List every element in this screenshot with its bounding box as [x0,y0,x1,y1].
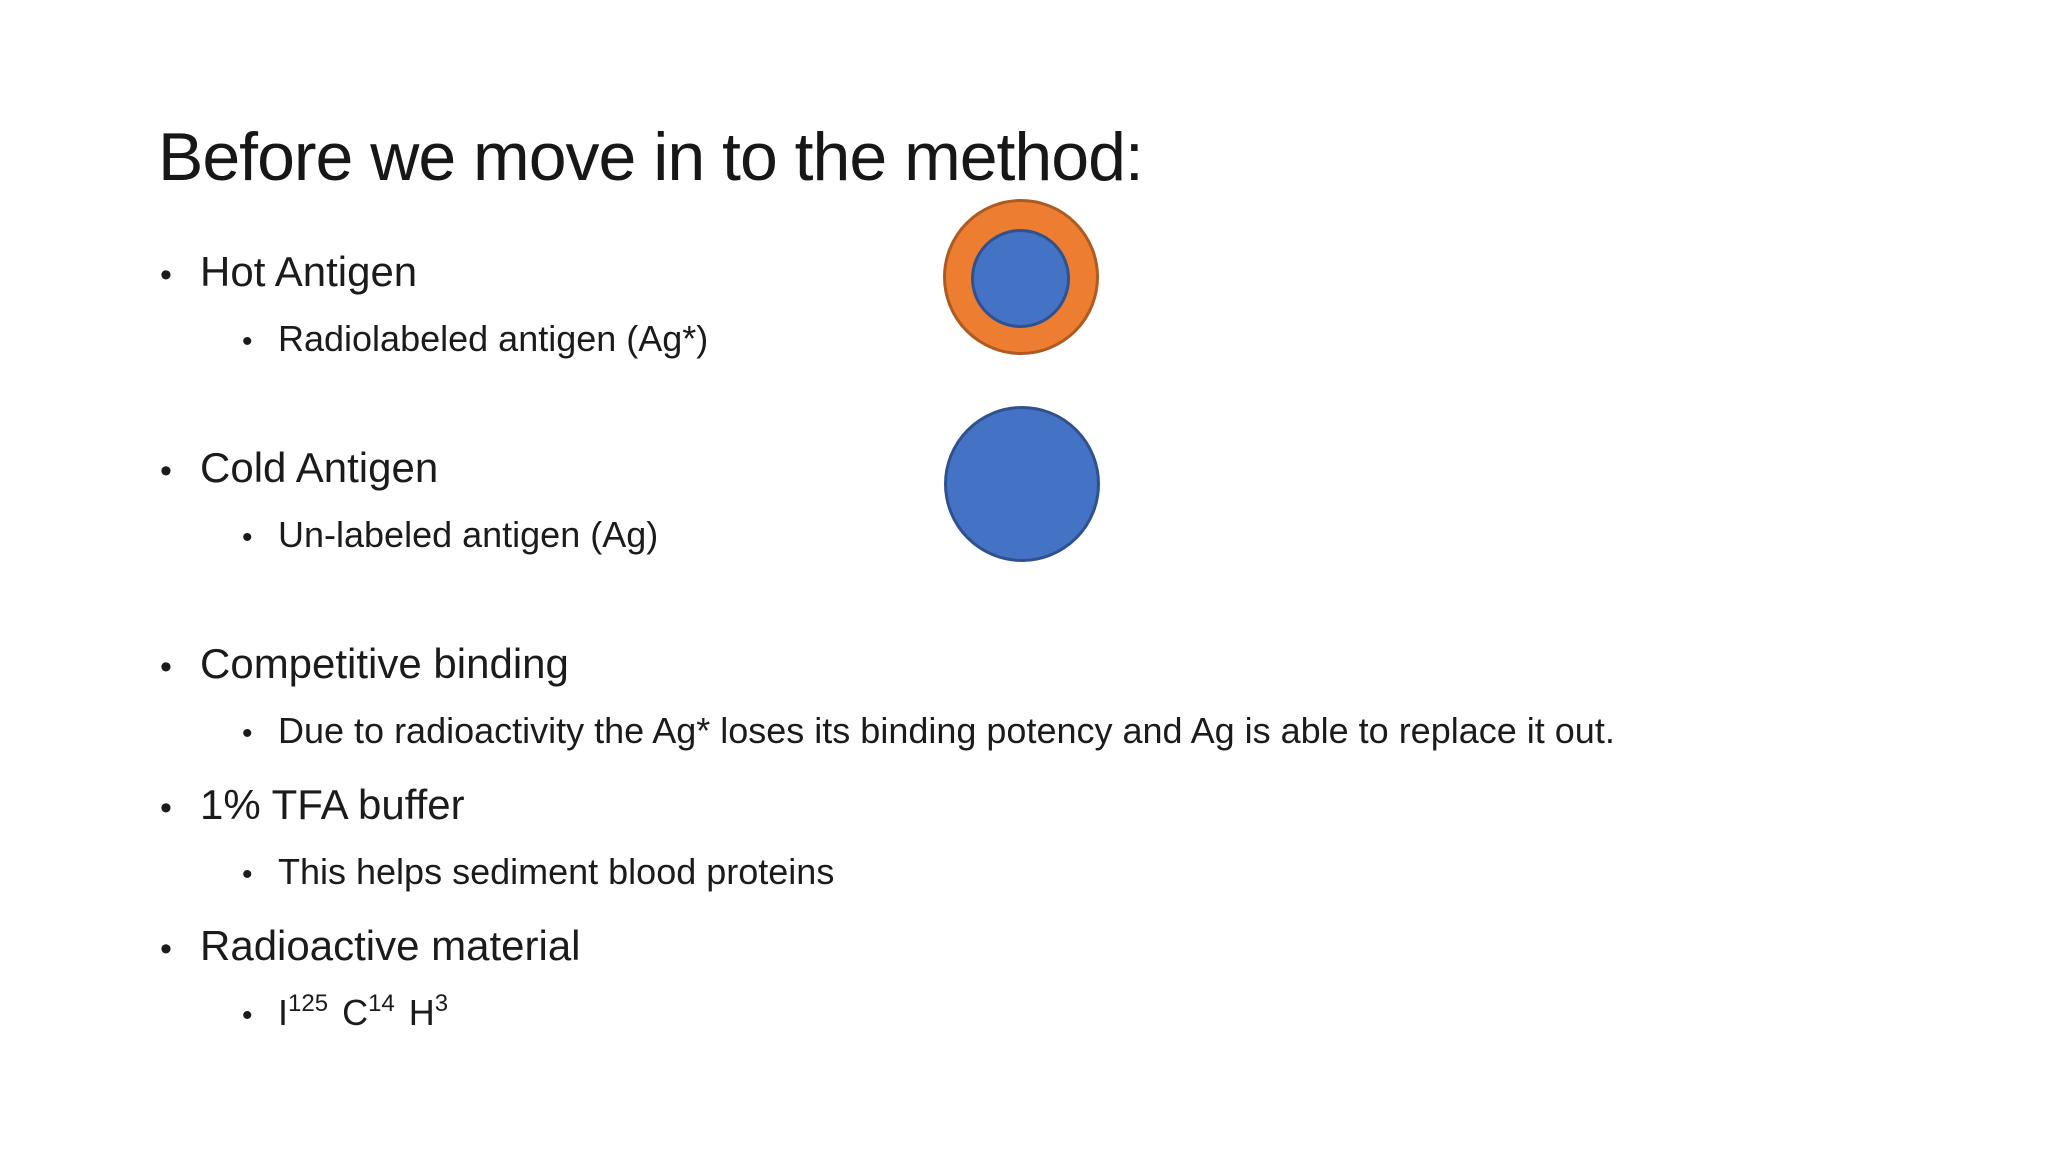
bullet-icon: • [242,325,253,358]
list-item-label: Hot Antigen [200,248,418,295]
bullet-icon: • [160,789,172,827]
list-subitem-tfa-detail: • This helps sediment blood proteins [160,840,1940,906]
list-subitem-label: Due to radioactivity the Ag* loses its b… [278,710,1615,751]
list-item-hot-antigen: • Hot Antigen [160,240,1940,307]
spacer [160,569,1940,632]
isotope-symbol: H [408,992,435,1033]
list-subitem-label: Radiolabeled antigen (Ag*) [278,318,709,359]
list-item-label: Cold Antigen [200,444,439,491]
bullet-icon: • [160,930,172,968]
hot-antigen-core-shape [971,229,1070,328]
isotope-mass: 3 [434,990,449,1017]
bullet-icon: • [160,648,172,686]
isotope-mass: 14 [368,990,395,1017]
list-subitem-isotopes: • I125 C14 H3 [160,981,1940,1047]
isotope-h3: H3 [408,990,449,1034]
bullet-icon: • [242,717,253,750]
isotope-symbol: C [342,992,369,1033]
bullet-icon: • [160,256,172,294]
bullet-list: • Hot Antigen • Radiolabeled antigen (Ag… [160,240,1940,1047]
list-subitem-competitive-detail: • Due to radioactivity the Ag* loses its… [160,699,1940,765]
isotope-symbol: I [278,992,289,1033]
list-item-competitive-binding: • Competitive binding [160,632,1940,699]
list-item-tfa-buffer: • 1% TFA buffer [160,773,1940,840]
list-item-radioactive-material: • Radioactive material [160,914,1940,981]
list-item-label: 1% TFA buffer [200,781,465,828]
list-subitem-label: This helps sediment blood proteins [278,851,835,892]
list-subitem-label: Un-labeled antigen (Ag) [278,514,659,555]
hot-antigen-graphic [943,199,1099,355]
list-subitem-radiolabeled: • Radiolabeled antigen (Ag*) [160,307,1940,373]
bullet-icon: • [242,999,253,1032]
bullet-icon: • [242,858,253,891]
list-item-label: Competitive binding [200,640,569,687]
list-item-label: Radioactive material [200,922,581,969]
isotope-list: I125 C14 H3 [278,981,462,1044]
list-subitem-unlabeled: • Un-labeled antigen (Ag) [160,503,1940,569]
cold-antigen-circle-shape [944,406,1100,562]
isotope-mass: 125 [288,990,329,1017]
list-item-cold-antigen: • Cold Antigen [160,436,1940,503]
bullet-icon: • [160,452,172,490]
isotope-i125: I125 [278,990,329,1034]
page-title: Before we move in to the method: [158,118,1144,195]
isotope-c14: C14 [342,990,395,1034]
bullet-icon: • [242,521,253,554]
